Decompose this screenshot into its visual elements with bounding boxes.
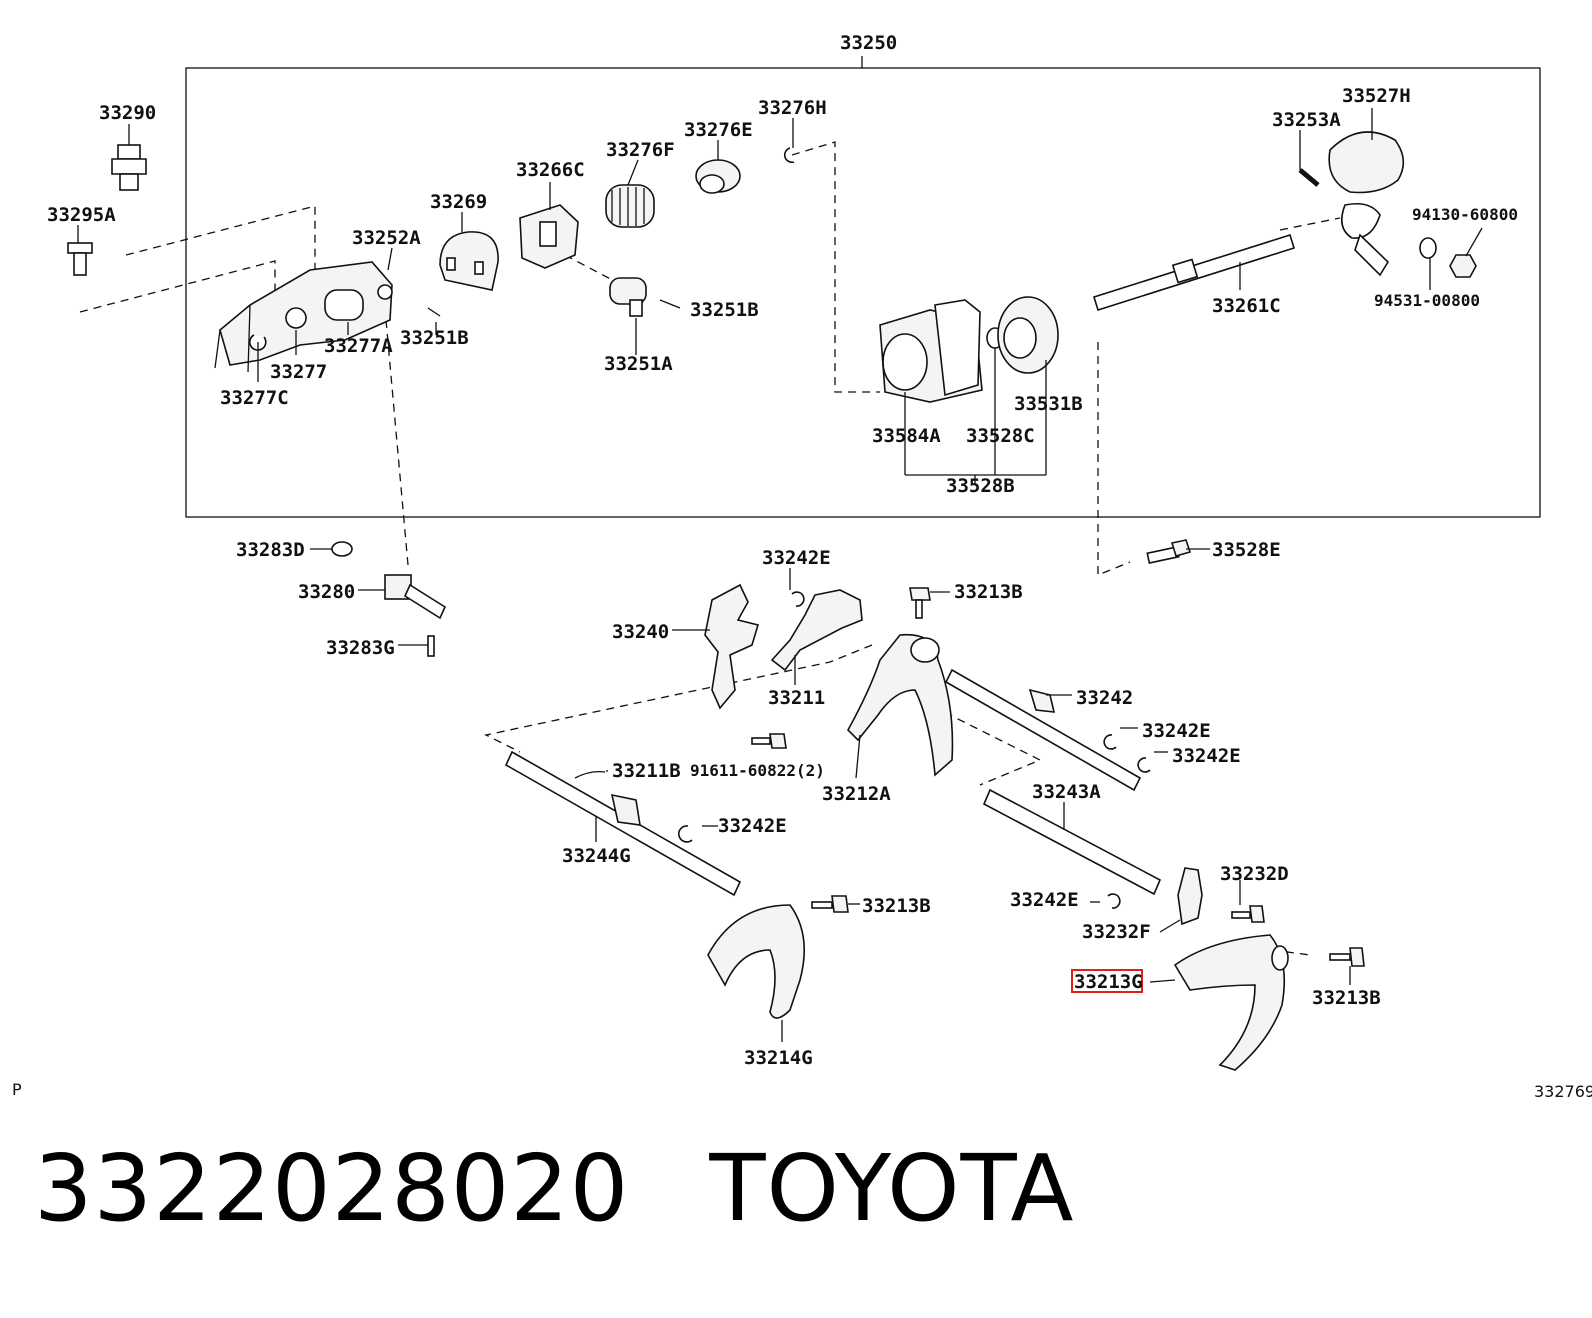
part-number: 3322028020: [34, 1135, 630, 1242]
boot-33531B: [997, 296, 1059, 374]
shaft-33280: [384, 574, 447, 620]
pin-33251B: [427, 307, 441, 317]
shift-housing: [214, 261, 393, 373]
label-33269: 33269: [430, 191, 487, 213]
rail-33242: [944, 668, 1142, 792]
label-33276H: 33276H: [758, 97, 827, 119]
shaft-33261C: [1093, 233, 1295, 312]
bolt-33213B-a: [909, 587, 931, 619]
label-33528B: 33528B: [946, 475, 1015, 497]
label-33280: 33280: [298, 581, 355, 603]
label-33277A: 33277A: [324, 335, 393, 357]
bolt-33528E: [1146, 539, 1192, 564]
pin-33211B: [574, 770, 606, 779]
highlighted-part-33213G[interactable]: 33213G: [1071, 969, 1143, 993]
label-33252A: 33252A: [352, 227, 421, 249]
label-33250: 33250: [840, 32, 897, 54]
bracket-33232F: [1177, 867, 1203, 926]
brand-name: TOYOTA: [709, 1135, 1075, 1242]
rail-33243A: [982, 788, 1162, 896]
label-33253A: 33253A: [1272, 109, 1341, 131]
label-33584A: 33584A: [872, 425, 941, 447]
bolt-91611: [751, 733, 787, 749]
fork-33212A: [847, 633, 954, 777]
highlight-box: [1071, 969, 1143, 993]
label-33244G: 33244G: [562, 845, 631, 867]
assembly-frame: [185, 67, 1541, 518]
housing-33584A: [879, 299, 983, 403]
pin-33253A: [1298, 168, 1320, 187]
label-33283G: 33283G: [326, 637, 395, 659]
bolt-33295A: [67, 242, 93, 276]
label-33232F: 33232F: [1082, 921, 1151, 943]
label-33232D: 33232D: [1220, 863, 1289, 885]
label-33242: 33242: [1076, 687, 1133, 709]
label-33527H: 33527H: [1342, 85, 1411, 107]
label-91611-60822: 91611-60822(2): [690, 761, 825, 780]
label-33276E: 33276E: [684, 119, 753, 141]
label-33242E-b: 33242E: [1142, 720, 1211, 742]
fork-33213G: [1173, 934, 1289, 1071]
washer-94531: [1419, 237, 1437, 259]
label-33211: 33211: [768, 687, 825, 709]
clip-33276H: [783, 147, 795, 164]
label-33251A: 33251A: [604, 353, 673, 375]
label-33243A: 33243A: [1032, 781, 1101, 803]
label-33212A: 33212A: [822, 783, 891, 805]
label-33266C: 33266C: [516, 159, 585, 181]
label-33211B: 33211B: [612, 760, 681, 782]
bolt-33213B-b: [811, 895, 849, 913]
clip-33242E-a: [791, 591, 805, 607]
label-33283D: 33283D: [236, 539, 305, 561]
label-33213B-b: 33213B: [862, 895, 931, 917]
clip-33242E-b: [1103, 734, 1117, 750]
fork-33214G: [707, 904, 805, 1019]
part-caption: 3322028020 TOYOTA: [34, 1135, 1075, 1242]
label-33528E: 33528E: [1212, 539, 1281, 561]
label-33251B-left: 33251B: [400, 327, 469, 349]
label-33240: 33240: [612, 621, 669, 643]
rail-33244G: [504, 750, 742, 897]
block-33266C: [519, 204, 579, 269]
bolt-33232D: [1231, 905, 1265, 923]
bolt-33213B-c: [1329, 947, 1365, 967]
lever-33251A: [609, 277, 681, 317]
label-33531B: 33531B: [1014, 393, 1083, 415]
pin-33283G: [427, 635, 435, 657]
lever-33240: [704, 583, 760, 710]
nut-94130: [1449, 254, 1477, 278]
lever-33211: [770, 589, 863, 672]
knob-33527H: [1328, 131, 1405, 277]
label-33242E-e: 33242E: [1010, 889, 1079, 911]
corner-right-code: 332769: [1534, 1082, 1592, 1101]
label-33242E-d: 33242E: [718, 815, 787, 837]
sensor-33290: [111, 144, 147, 191]
label-33276F: 33276F: [606, 139, 675, 161]
bushing-33276E: [695, 159, 741, 194]
label-33213G: 33213G: [1074, 971, 1143, 993]
label-33213B-a: 33213B: [954, 581, 1023, 603]
spring-33276F: [605, 184, 655, 228]
corner-left-mark: P: [12, 1080, 22, 1099]
label-33214G: 33214G: [744, 1047, 813, 1069]
clip-33242E-e: [1107, 893, 1121, 909]
plug-33283D: [331, 541, 353, 557]
label-33242E-a: 33242E: [762, 547, 831, 569]
label-33261C: 33261C: [1212, 295, 1281, 317]
label-33277: 33277: [270, 361, 327, 383]
label-33277C: 33277C: [220, 387, 289, 409]
label-33251B-right: 33251B: [690, 299, 759, 321]
label-33242E-c: 33242E: [1172, 745, 1241, 767]
clip-33242E-c: [1137, 757, 1151, 773]
clip-33242E-d: [678, 825, 693, 843]
label-33528C: 33528C: [966, 425, 1035, 447]
label-94130-60800: 94130-60800: [1412, 205, 1518, 224]
label-94531-00800: 94531-00800: [1374, 291, 1480, 310]
plate-33269: [439, 231, 499, 291]
label-33295A: 33295A: [47, 204, 116, 226]
label-33290: 33290: [99, 102, 156, 124]
label-33213B-c: 33213B: [1312, 987, 1381, 1009]
